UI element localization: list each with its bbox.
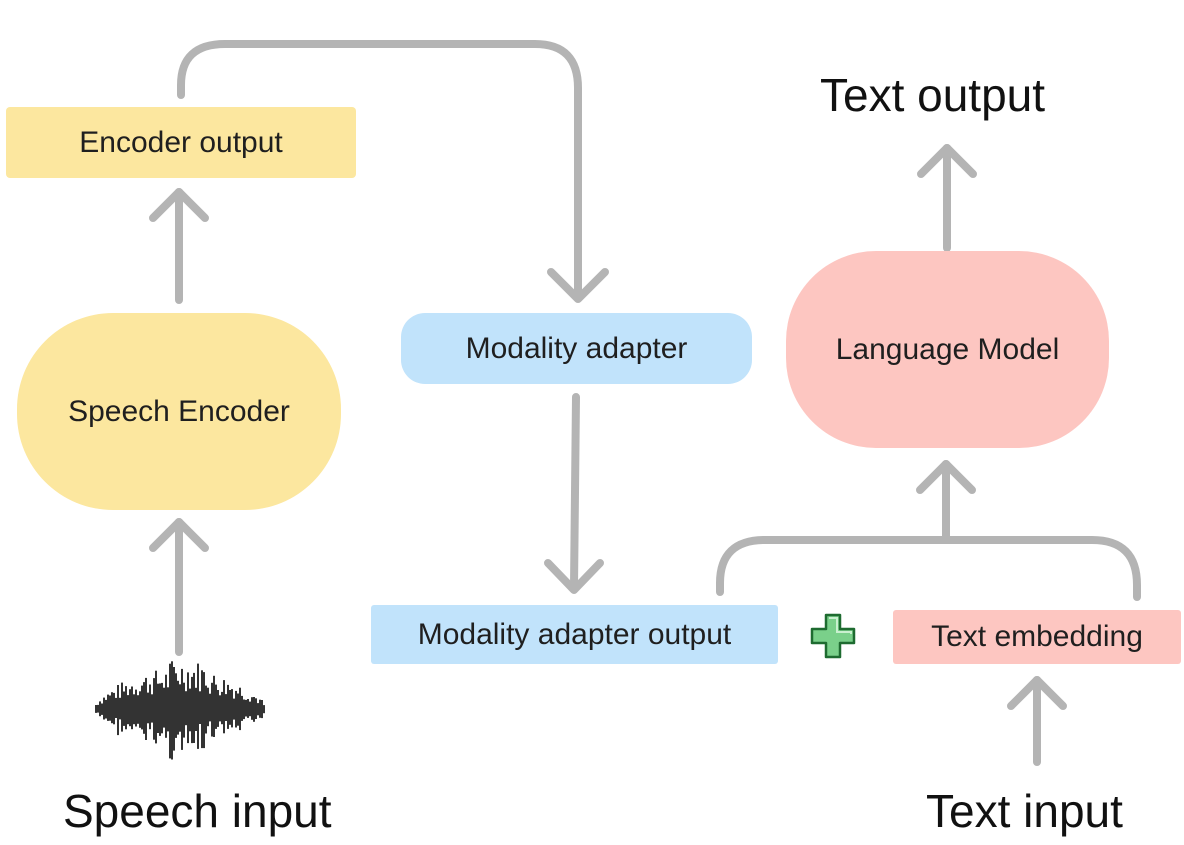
language-model-box: Language Model	[786, 251, 1109, 448]
speech-input-label: Speech input	[63, 785, 332, 837]
plus-icon	[810, 613, 856, 659]
language-model-label: Language Model	[835, 332, 1060, 366]
arrowhead-text-embedding	[1007, 676, 1067, 710]
text-embedding-box: Text embedding	[893, 610, 1181, 664]
arrowhead-encoder-output	[149, 188, 209, 222]
encoder-output-box: Encoder output	[6, 107, 356, 178]
arrow-encoder-output-to-adapter	[177, 40, 582, 300]
encoder-output-label: Encoder output	[79, 125, 283, 159]
text-embedding-label: Text embedding	[931, 620, 1143, 653]
text-input-label: Text input	[926, 785, 1123, 837]
arrowhead-text-output	[917, 144, 977, 178]
speech-encoder-label: Speech Encoder	[68, 394, 290, 428]
modality-adapter-label: Modality adapter	[465, 331, 688, 365]
modality-adapter-output-box: Modality adapter output	[371, 605, 778, 664]
merge-bracket	[716, 536, 1141, 601]
arrowhead-speech-encoder	[149, 518, 209, 552]
arrowhead-language-model	[916, 460, 976, 494]
waveform-icon	[95, 661, 265, 760]
arrowhead-modality-adapter	[547, 268, 609, 303]
arrowhead-adapter-output	[544, 559, 604, 594]
text-output-label: Text output	[820, 69, 1046, 121]
arrow-adapter-to-adapter-output	[570, 393, 580, 591]
speech-encoder-box: Speech Encoder	[17, 313, 341, 510]
modality-adapter-output-label: Modality adapter output	[417, 617, 732, 651]
modality-adapter-box: Modality adapter	[401, 313, 752, 384]
